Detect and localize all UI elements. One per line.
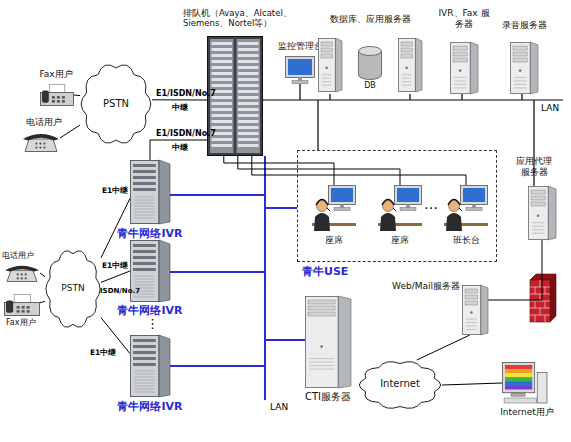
seat-node: 座席 xyxy=(312,185,356,231)
node-label: 电话用户 xyxy=(14,117,74,128)
seat-icon xyxy=(444,185,488,231)
edge-label: E1/ISDN/No.7 xyxy=(156,89,216,99)
node-label: Web/Mail服务器 xyxy=(388,281,460,292)
node-label: Internet xyxy=(358,378,442,390)
server-icon xyxy=(510,42,538,94)
phone-icon xyxy=(22,132,60,152)
node-label: 青牛USE xyxy=(302,265,392,278)
phone-node: 电话用户 xyxy=(22,132,60,152)
connector-line xyxy=(238,156,400,185)
node-label: 班长台 xyxy=(440,235,492,246)
ivr-icon xyxy=(130,335,170,397)
node-label: 座席 xyxy=(308,235,360,246)
fax-icon xyxy=(40,84,74,106)
server-node: IVR、Fax 服务器 xyxy=(450,42,478,94)
connector-line xyxy=(40,273,45,277)
db-icon xyxy=(358,46,382,80)
node-label: Fax用户 xyxy=(6,318,56,328)
seat-icon xyxy=(312,185,356,231)
phone-icon xyxy=(4,264,40,282)
pc-node: Internet用户 xyxy=(502,362,548,404)
connector-line xyxy=(150,140,207,160)
firewall-symbol xyxy=(530,274,556,322)
pc-icon xyxy=(502,362,548,404)
free-label: ⋮ xyxy=(146,316,159,332)
servers2-node: 数据库、应用服务器DB xyxy=(318,38,422,94)
monitor-icon xyxy=(285,56,315,84)
node-label: 青牛网络IVR xyxy=(108,227,192,240)
edge-label: E1/ISDN/No.7 xyxy=(156,129,216,139)
free-label: ISDN/No.7 xyxy=(100,287,140,295)
edge-label: E1中继 xyxy=(90,348,116,357)
connector-line xyxy=(60,125,80,138)
node-label: Fax用户 xyxy=(26,69,86,80)
db-node: DB xyxy=(358,46,382,80)
server-node: 录音服务器 xyxy=(510,42,538,94)
free-label: 中继 xyxy=(172,143,188,153)
server-node: Web/Mail服务器 xyxy=(462,285,488,335)
connector-line xyxy=(74,95,80,97)
node-label: 青牛网络IVR xyxy=(108,304,192,317)
node-label: DB xyxy=(352,81,388,91)
edge-label: E1中继 xyxy=(102,186,128,195)
dashed-group-box: 青牛USE座席座席班长台 xyxy=(297,150,497,262)
connector-line xyxy=(40,301,45,303)
fax-node: Fax用户 xyxy=(40,84,74,106)
node-label: 录音服务器 xyxy=(494,20,554,31)
node-label: 青牛网络IVR xyxy=(108,400,192,413)
free-label: LAN xyxy=(541,103,559,114)
fax-icon xyxy=(4,294,40,316)
connector-line xyxy=(252,156,466,185)
blue-lan-bus xyxy=(170,156,305,400)
connector-line xyxy=(417,335,470,360)
phone-node: 电话用户 xyxy=(4,264,40,282)
server-icon xyxy=(528,186,556,240)
node-label: 排队机（Avaya、Alcatel、Siemens、Nortel等） xyxy=(183,8,301,28)
server-icon xyxy=(450,42,478,94)
cloud-node: PSTN xyxy=(80,62,152,146)
free-label: LAN xyxy=(270,402,288,413)
node-label: 座席 xyxy=(374,235,426,246)
bigserver-icon xyxy=(305,296,351,388)
seat-node: 座席 xyxy=(378,185,422,231)
ivr-icon xyxy=(130,160,170,224)
free-label: … xyxy=(424,196,438,213)
node-label: 应用代理服务器 xyxy=(512,156,556,178)
cloud-node: Internet xyxy=(358,360,442,410)
server-icon xyxy=(462,285,488,335)
connector-line xyxy=(224,156,334,185)
node-label: 数据库、应用服务器 xyxy=(318,14,422,25)
fax-node: Fax用户 xyxy=(4,294,40,316)
node-label: CTI服务器 xyxy=(293,391,363,403)
edge-label: E1中继 xyxy=(102,261,128,270)
ivr-node: 青牛网络IVR xyxy=(130,160,170,224)
bigserver-node: CTI服务器 xyxy=(305,296,351,388)
node-label: IVR、Fax 服务器 xyxy=(438,8,490,30)
connector-line xyxy=(442,383,502,385)
ivr-node: 青牛网络IVR xyxy=(130,335,170,397)
server-node: 应用代理服务器 xyxy=(528,186,556,240)
seat-icon xyxy=(378,185,422,231)
node-label: Internet用户 xyxy=(494,407,560,418)
cloud-node: PSTN xyxy=(45,248,101,330)
lan-bus xyxy=(263,84,563,186)
node-label: 电话用户 xyxy=(2,251,52,261)
monitor-node: 监控管理台 xyxy=(285,56,315,84)
connector-line xyxy=(101,271,130,282)
node-label: PSTN xyxy=(80,98,152,110)
connector-line xyxy=(152,99,207,100)
node-label: PSTN xyxy=(45,283,101,294)
free-label: 中继 xyxy=(172,103,188,113)
seat-node: 班长台 xyxy=(444,185,488,231)
